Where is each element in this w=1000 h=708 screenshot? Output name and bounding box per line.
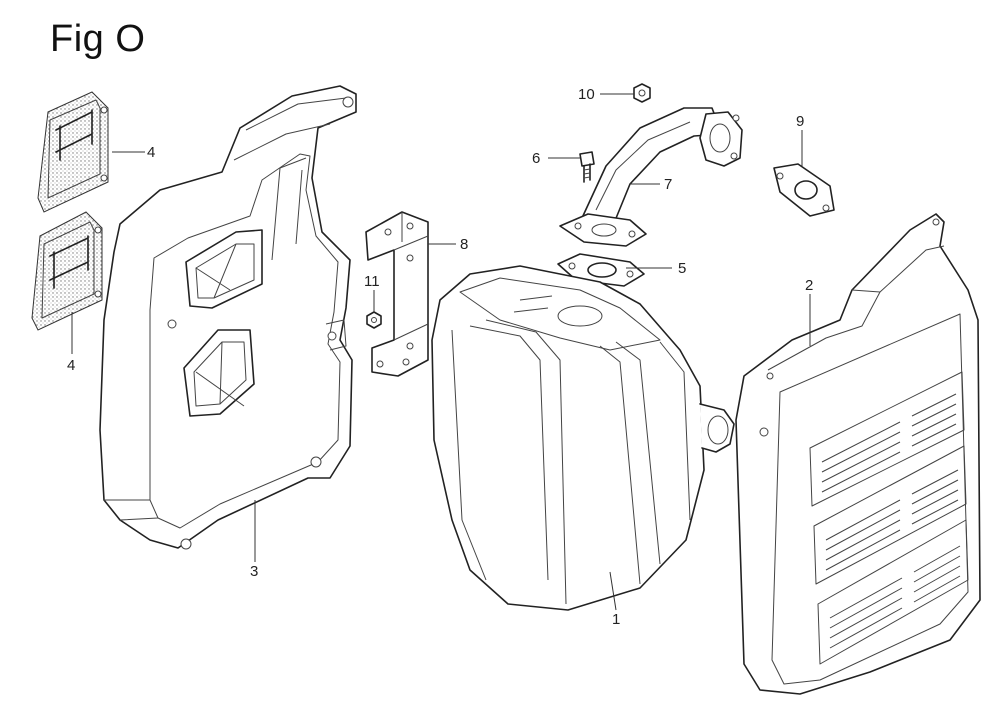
muffler-bracket xyxy=(365,211,429,377)
callout-6: 6 xyxy=(532,150,540,167)
plate-upper xyxy=(37,91,109,213)
callout-3: 3 xyxy=(250,563,258,580)
gasket-9 xyxy=(773,163,835,217)
callout-5: 5 xyxy=(678,260,686,277)
figure-title: Fig O xyxy=(50,18,146,60)
callout-9: 9 xyxy=(796,113,804,130)
leader-lines xyxy=(71,93,811,611)
stud-bolt-6 xyxy=(579,151,595,183)
callout-4-lower: 4 xyxy=(67,357,75,374)
callout-1: 1 xyxy=(612,611,620,628)
muffler xyxy=(431,265,735,611)
callout-10: 10 xyxy=(578,86,595,103)
exhaust-pipe xyxy=(559,107,743,247)
callout-2: 2 xyxy=(805,277,813,294)
plate-lower xyxy=(31,211,103,331)
callout-8: 8 xyxy=(460,236,468,253)
callout-labels: 4 4 3 1 2 5 6 7 8 9 10 11 xyxy=(67,86,813,628)
callout-11: 11 xyxy=(364,273,380,290)
callout-7: 7 xyxy=(664,176,672,193)
muffler-protector xyxy=(99,85,357,550)
flange-nut-11 xyxy=(366,311,382,329)
callout-4-upper: 4 xyxy=(147,144,155,161)
muffler-cover xyxy=(735,213,981,695)
nut-10 xyxy=(633,83,651,103)
